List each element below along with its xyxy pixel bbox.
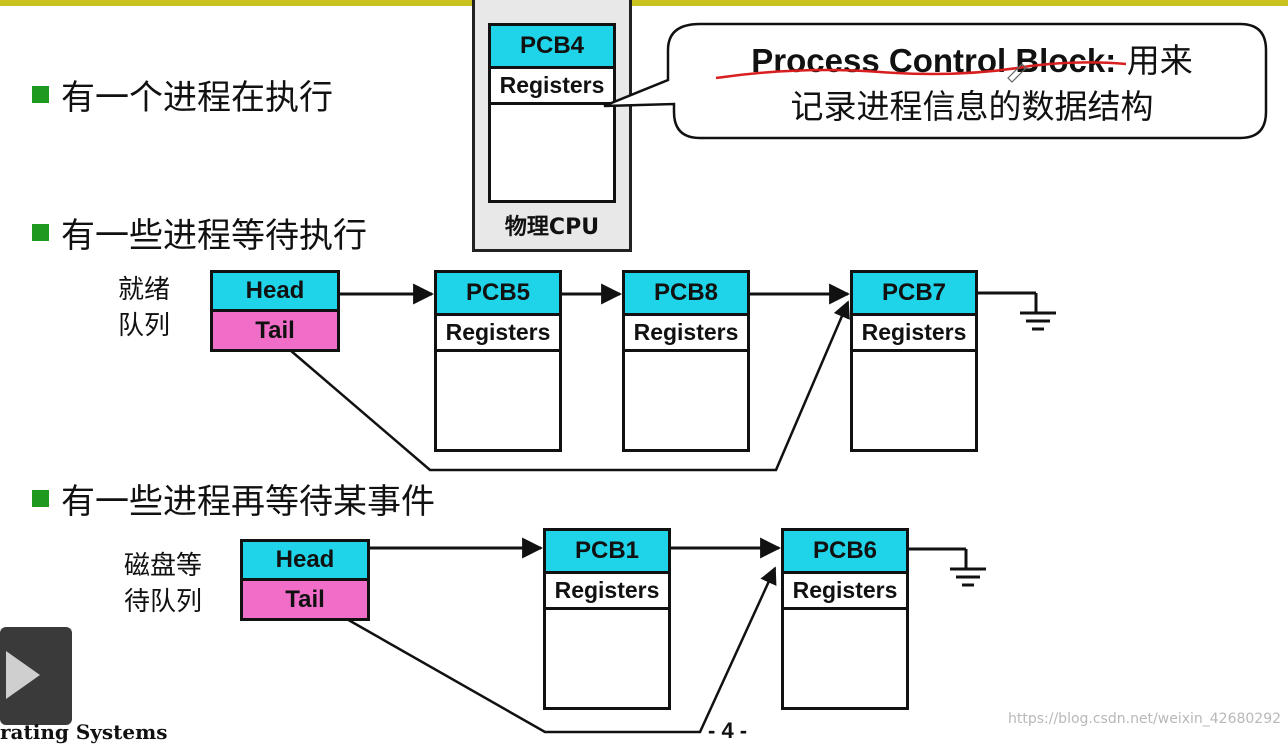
physical-cpu: PCB4 Registers 物理CPU [472, 0, 632, 252]
callout-line1-rest: 用来 [1116, 41, 1193, 80]
pcb-running: PCB4 Registers [488, 23, 616, 203]
watermark: https://blog.csdn.net/weixin_42680292 [1008, 711, 1282, 727]
ready-label-line2: 队列 [118, 311, 171, 341]
ready-queue-headtail: Head Tail [210, 270, 340, 352]
bullet-ready: 有一些进程等待执行 [32, 208, 367, 257]
pcb-name: PCB4 [491, 26, 613, 69]
ready-label-line1: 就绪 [118, 275, 171, 305]
pcb-registers: Registers [437, 316, 559, 352]
disk-label-line2: 待队列 [124, 587, 203, 617]
bullet-square-icon [32, 490, 49, 507]
bullet-square-icon [32, 86, 49, 103]
callout-term: Process Control Block: [751, 42, 1117, 79]
disk-tail: Tail [243, 581, 367, 618]
pcb-name: PCB7 [853, 273, 975, 316]
pcb-ready-2: PCB8 Registers [622, 270, 750, 452]
disk-head: Head [243, 542, 367, 581]
callout-bubble [603, 22, 1268, 140]
cpu-label: 物理CPU [504, 215, 600, 240]
pcb-name: PCB5 [437, 273, 559, 316]
disk-queue-headtail: Head Tail [240, 539, 370, 621]
bullet-waiting: 有一些进程再等待某事件 [32, 474, 435, 523]
bullet-waiting-text: 有一些进程再等待某事件 [61, 482, 435, 522]
callout-line2: 记录进程信息的数据结构 [790, 87, 1154, 126]
callout-text: Process Control Block: 用来 记录进程信息的数据结构 [692, 38, 1252, 130]
bullet-square-icon [32, 224, 49, 241]
ready-tail: Tail [213, 312, 337, 349]
pcb-disk-2: PCB6 Registers [781, 528, 909, 710]
pcb-registers: Registers [784, 574, 906, 610]
pcb-registers: Registers [625, 316, 747, 352]
pcb-registers: Registers [491, 69, 613, 105]
pcb-ready-1: PCB5 Registers [434, 270, 562, 452]
play-icon [6, 651, 40, 699]
arrow-tail-to-pcb7 [289, 300, 850, 472]
ready-head: Head [213, 273, 337, 312]
pcb-registers: Registers [546, 574, 668, 610]
disk-label-line1: 磁盘等 [124, 551, 203, 581]
arrow-tail-to-pcb6 [344, 566, 777, 734]
bullet-ready-text: 有一些进程等待执行 [61, 216, 367, 256]
page-number: - 4 - [708, 718, 748, 743]
bullet-running: 有一个进程在执行 [32, 70, 333, 119]
disk-queue-label: 磁盘等 待队列 [124, 548, 202, 620]
play-button[interactable] [0, 627, 72, 725]
pcb-ready-3: PCB7 Registers [850, 270, 978, 452]
pcb-registers: Registers [853, 316, 975, 352]
pcb-name: PCB6 [784, 531, 906, 574]
ready-queue-label: 就绪 队列 [118, 272, 170, 344]
top-rule [0, 0, 1288, 6]
bullet-running-text: 有一个进程在执行 [61, 78, 333, 118]
pcb-disk-1: PCB1 Registers [543, 528, 671, 710]
pcb-name: PCB8 [625, 273, 747, 316]
footer-course-title: rating Systems [0, 720, 168, 744]
pcb-name: PCB1 [546, 531, 668, 574]
